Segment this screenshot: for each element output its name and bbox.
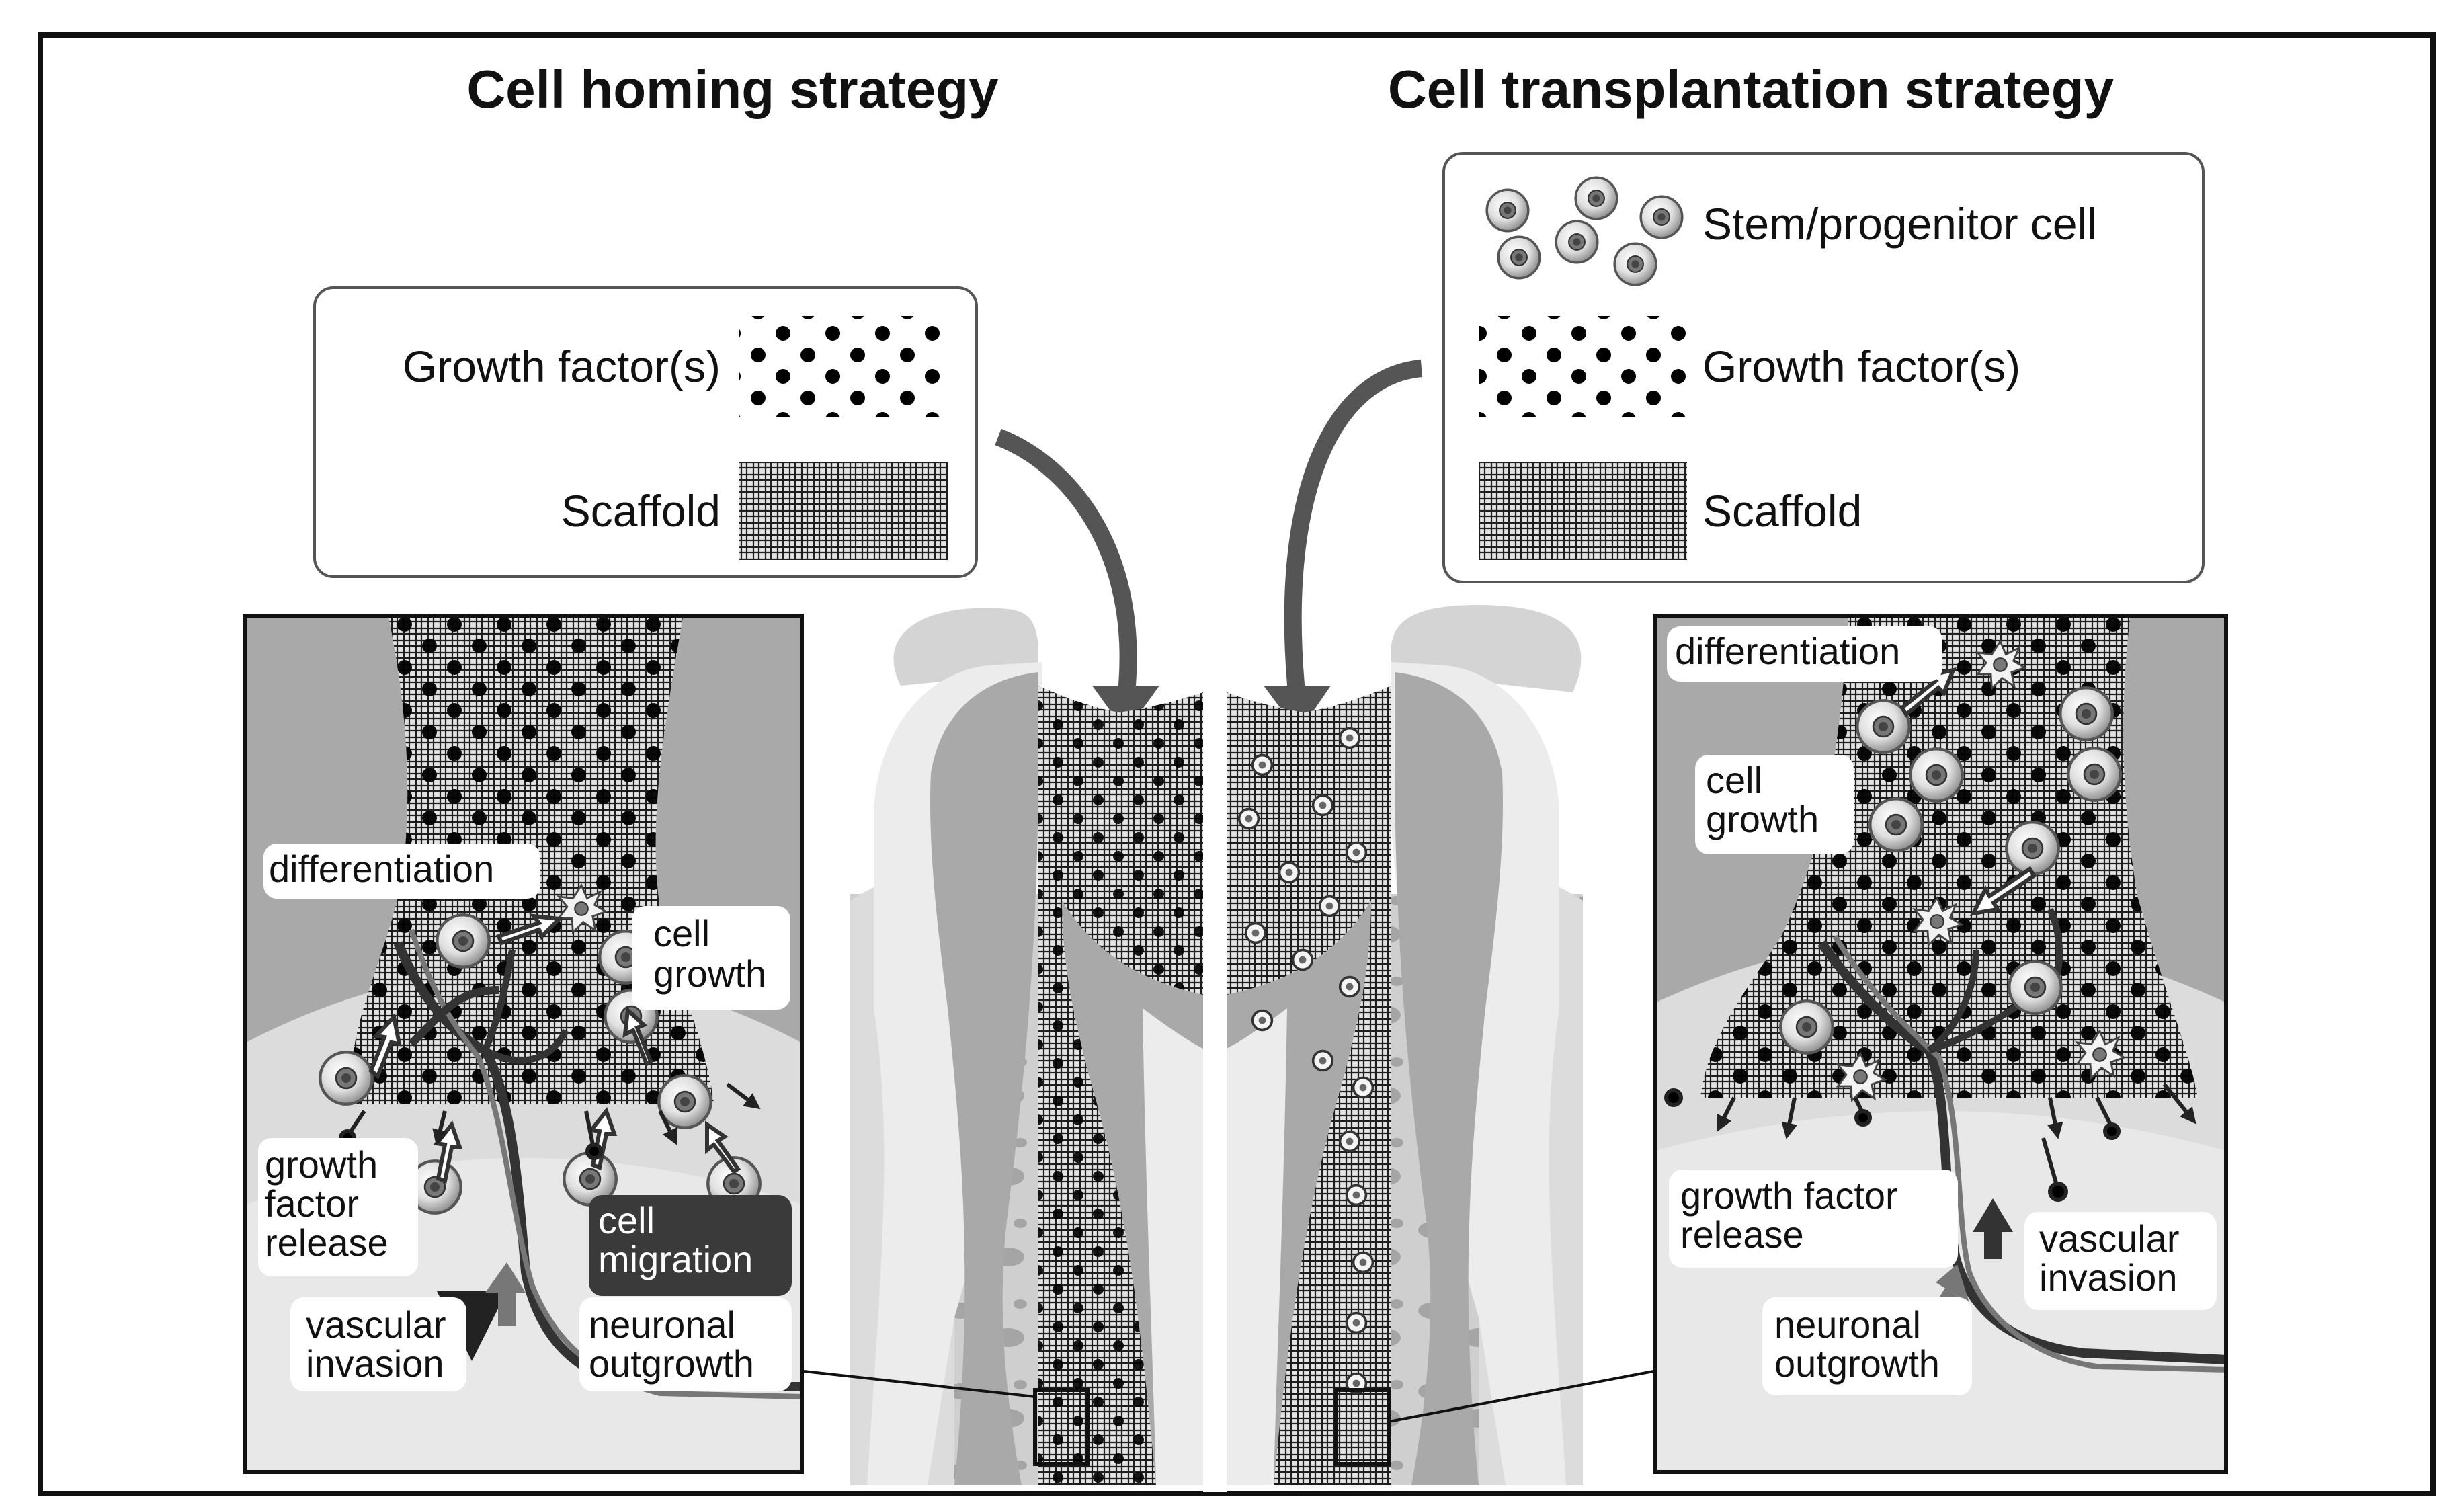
inset-left: differentiation cell growth growth facto… (243, 614, 804, 1474)
label-cell-migration-2: migration (598, 1238, 753, 1280)
right-growth-factor-release (1664, 1083, 2196, 1202)
label-neuronal-outgrowth-left-2: outgrowth (589, 1342, 754, 1385)
label-cell-growth-right-1: cell (1706, 759, 1762, 801)
label-gf-release-left-1: growth (265, 1143, 378, 1186)
label-neuronal-outgrowth-right-1: neuronal (1774, 1303, 1921, 1346)
legend-left-scaffold-label: Scaffold (561, 486, 721, 536)
label-neuronal-outgrowth-left-1: neuronal (589, 1303, 735, 1346)
growth-factor-swatch (739, 316, 948, 417)
label-vascular-invasion-left-1: vascular (306, 1303, 446, 1346)
label-cell-migration-1: cell (598, 1199, 655, 1241)
label-vascular-invasion-right-1: vascular (2039, 1217, 2180, 1260)
zoom-line-left (803, 1370, 1036, 1398)
legend-right: Stem/progenitor cell Growth factor(s) Sc… (1442, 152, 2205, 583)
cell-migration-box (589, 1195, 792, 1296)
label-gf-release-left-2: factor (265, 1182, 359, 1225)
legend-left: Growth factor(s) Scaffold (313, 286, 978, 578)
scaffold-swatch (739, 462, 948, 560)
label-vascular-invasion-left-2: invasion (306, 1342, 444, 1385)
left-arrows (368, 913, 741, 1184)
label-cell-growth-left-1: cell (653, 912, 710, 954)
inset-right: differentiation cell growth growth facto… (1653, 614, 2228, 1474)
scaffold-swatch-right (1479, 462, 1687, 560)
zoom-line-right (1388, 1370, 1654, 1423)
zoom-box-right (1334, 1388, 1391, 1466)
delivery-arrow-left (995, 428, 1137, 700)
legend-right-stem-cell-label: Stem/progenitor cell (1702, 199, 2097, 249)
legend-right-growth-factor-label: Growth factor(s) (1702, 341, 2020, 391)
tooth-divider (1203, 686, 1227, 1492)
label-neuronal-outgrowth-right-2: outgrowth (1774, 1342, 1940, 1385)
dentin-left (930, 672, 1038, 1485)
left-growth-factor-release (339, 1082, 761, 1160)
tooth-diagram (803, 605, 1654, 1492)
label-gf-release-right-2: release (1680, 1213, 1804, 1256)
label-vascular-invasion-right-2: invasion (2039, 1256, 2177, 1299)
label-differentiation-right: differentiation (1675, 630, 1900, 672)
label-cell-growth-left-2: growth (653, 952, 766, 995)
delivery-arrowhead-right (1264, 686, 1331, 733)
label-gf-release-left-3: release (265, 1221, 388, 1264)
label-cell-growth-right-2: growth (1706, 798, 1819, 840)
growth-factor-swatch-right (1479, 316, 1687, 417)
legend-right-scaffold-label: Scaffold (1702, 486, 1862, 536)
legend-left-growth-factor-label: Growth factor(s) (403, 341, 721, 391)
dentin-right (1395, 672, 1503, 1485)
delivery-arrow-right (1284, 360, 1423, 700)
delivery-arrowhead-left (1092, 686, 1159, 733)
right-vessels (1817, 907, 2228, 1373)
title-cell-transplantation: Cell transplantation strategy (1388, 59, 2114, 119)
label-gf-release-right-1: growth factor (1680, 1174, 1898, 1217)
zoom-box-left (1033, 1388, 1090, 1466)
title-cell-homing: Cell homing strategy (466, 59, 999, 119)
label-differentiation-left: differentiation (269, 848, 494, 890)
